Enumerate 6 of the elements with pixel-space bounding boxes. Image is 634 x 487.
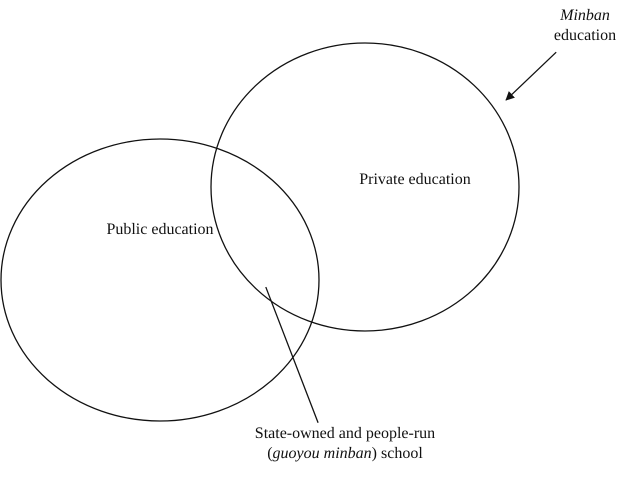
circle-label: Public education [105, 220, 215, 240]
leader-line [265, 286, 319, 423]
arrow [505, 52, 557, 101]
circle-label: Private education [358, 170, 472, 190]
callout-text: Minban education [552, 6, 618, 46]
callout-text: State-owned and people-run (guoyou minban) school [254, 424, 436, 464]
